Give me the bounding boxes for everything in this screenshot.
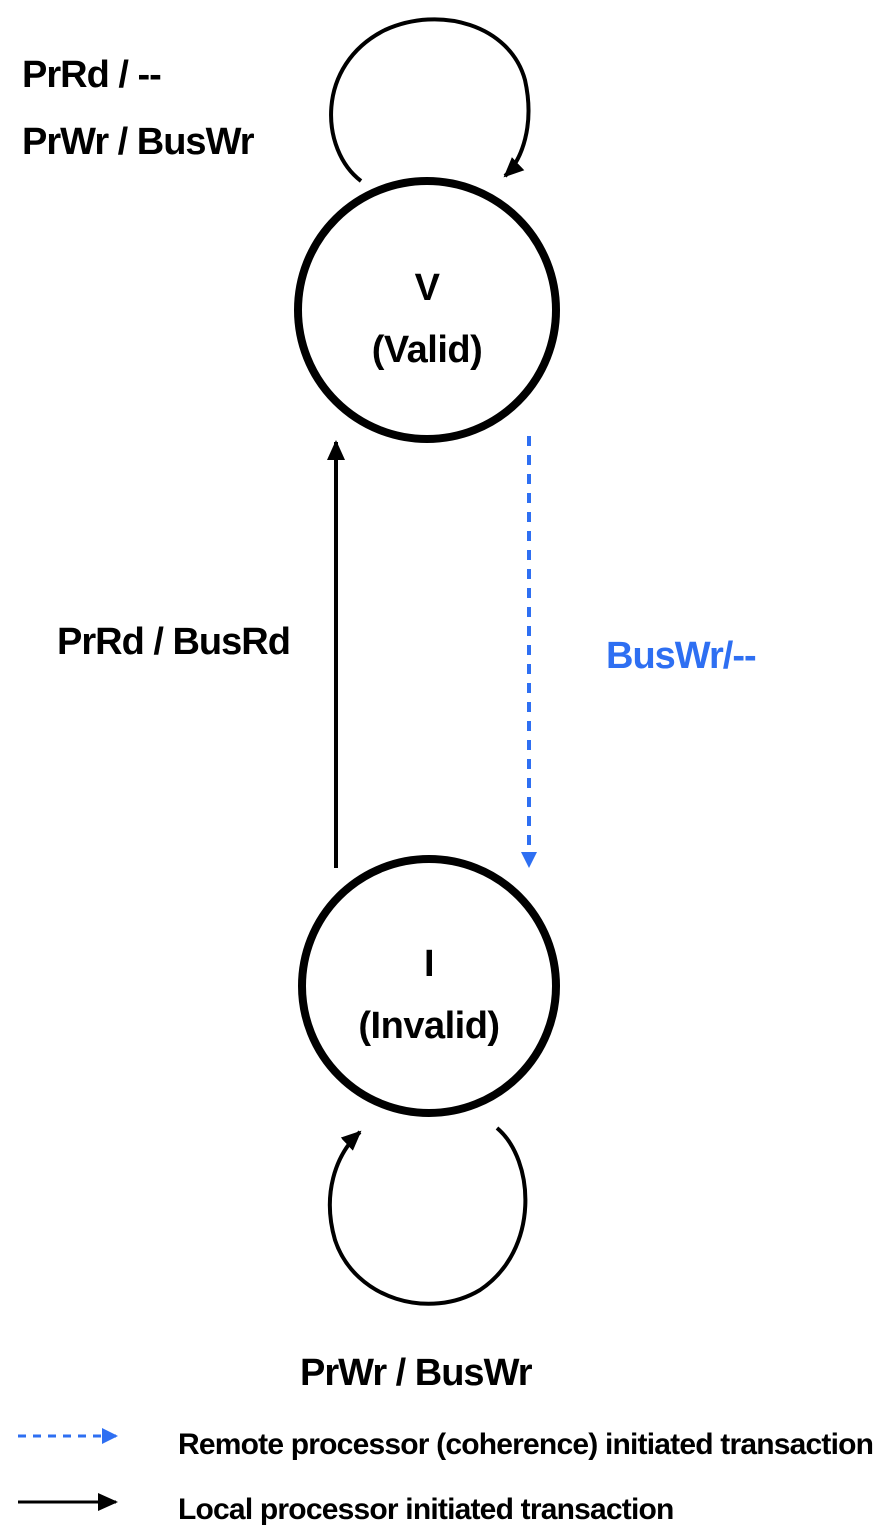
legend-local-label: Local processor initiated transaction (178, 1493, 674, 1526)
state-valid-circle (294, 177, 560, 443)
state-valid-symbol: V (415, 267, 441, 309)
valid-self-loop-arrow (329, 17, 531, 183)
invalid-self-label: PrWr / BusWr (300, 1352, 533, 1394)
legend-remote-label: Remote processor (coherence) initiated t… (178, 1428, 873, 1461)
invalid-to-valid-label: PrRd / BusRd (57, 621, 290, 663)
state-valid-name: (Valid) (372, 329, 483, 371)
invalid-self-loop-arrow (327, 1126, 528, 1306)
state-invalid-name: (Invalid) (358, 1005, 499, 1047)
valid-self-label-read: PrRd / -- (22, 54, 161, 96)
valid-self-label-write: PrWr / BusWr (22, 121, 255, 163)
valid-to-invalid-label: BusWr/-- (606, 635, 756, 677)
state-invalid-circle (298, 855, 560, 1117)
state-invalid-symbol: I (424, 943, 434, 985)
